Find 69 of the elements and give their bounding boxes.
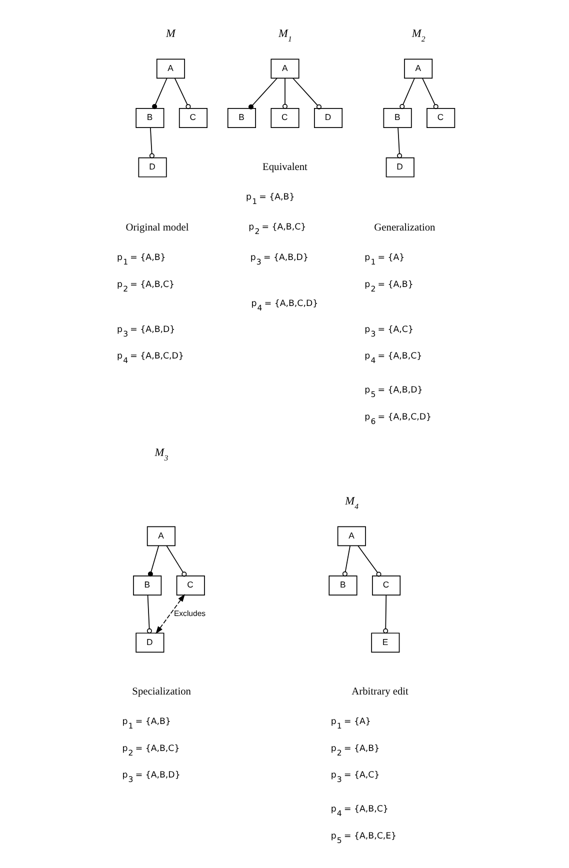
label: Generalization [374,222,435,234]
connector [152,78,167,110]
label: p$_{6}$ = {A,B,C,D} [364,412,432,426]
label: p$_{4}$ = {A,B,C} [364,352,422,366]
node-box: D [135,632,164,653]
label: p$_{2}$ = {A,B} [330,744,380,758]
connector [174,78,190,110]
node-box: B [328,576,357,596]
connector [166,545,186,577]
label: M$_{4}$ [344,495,358,511]
label: p$_{4}$ = {A,B,C,D} [250,298,318,312]
node-box: A [404,58,432,79]
connector [146,594,152,634]
node-box: B [226,108,256,128]
node-box: C [178,108,208,128]
node-box: D [314,108,342,128]
node-box: C [176,576,204,596]
edge-label: Excludes [173,608,206,618]
connector [399,78,414,110]
connector [248,78,277,110]
connector [282,78,288,109]
node-box: E [370,632,400,653]
label: Equivalent [262,162,307,174]
node-box: C [426,108,455,128]
label: Original model [125,222,188,234]
label: p$_{4}$ = {A,B,C,D} [116,352,184,366]
connector [148,127,154,158]
label: p$_{2}$ = {A,B,C} [122,744,180,758]
label: Arbitrary edit [351,686,408,698]
label: p$_{1}$ = {A,B} [246,192,294,206]
label: p$_{1}$ = {A} [330,717,370,731]
label: p$_{3}$ = {A,C} [364,324,413,338]
node-box: A [146,526,175,546]
label: M$_{3}$ [154,446,168,462]
label: p$_{3}$ = {A,B,D} [116,324,175,338]
label: M$_{1}$ [278,28,292,44]
arrow [155,594,185,634]
label: M [165,28,175,40]
label: p$_{3}$ = {A,C} [330,770,380,784]
node-box: B [382,108,412,128]
node-box: A [336,526,366,546]
label: p$_{4}$ = {A,B,C} [330,804,388,818]
connector [357,545,381,577]
label: M$_{2}$ [411,28,425,44]
label: p$_{1}$ = {A} [364,252,404,266]
label: p$_{3}$ = {A,B,D} [122,770,180,784]
label: p$_{1}$ = {A,B} [122,717,170,731]
label: p$_{2}$ = {A,B,C} [248,222,306,236]
connector [292,78,321,110]
label: p$_{5}$ = {A,B,D} [364,385,422,399]
node-box: B [132,576,162,596]
connector [396,127,402,158]
label: p$_{2}$ = {A,B,C} [116,280,174,294]
connector [147,545,159,576]
connector [342,545,350,576]
node-box: A [270,58,299,79]
label: p$_{3}$ = {A,B,D} [250,252,308,266]
node-box: C [372,576,400,596]
connector [382,594,388,634]
label: p$_{5}$ = {A,B,C,E} [330,831,396,845]
node-box: B [135,108,164,128]
node-box: C [270,108,299,128]
label: p$_{2}$ = {A,B} [364,280,413,294]
node-box: A [156,58,184,79]
label: Specialization [132,686,190,698]
connector [422,78,438,110]
node-box: D [385,157,414,178]
node-box: D [138,157,166,178]
label: p$_{1}$ = {A,B} [116,252,166,266]
